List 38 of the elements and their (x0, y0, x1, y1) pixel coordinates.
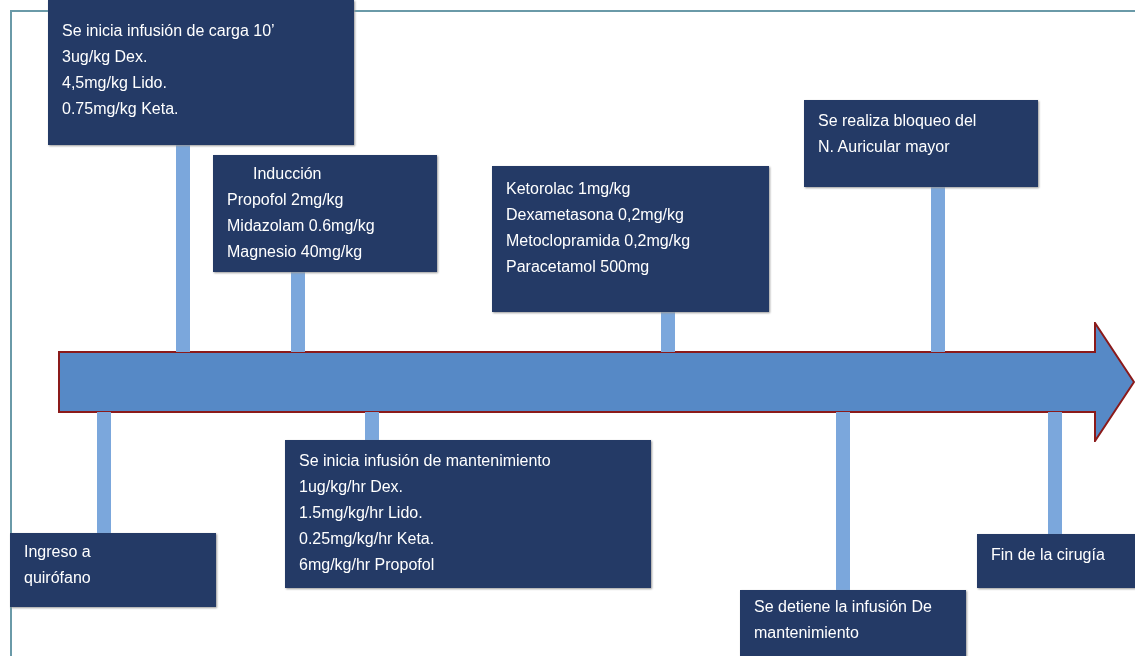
event-box (804, 100, 1038, 187)
event-text: Magnesio 40mg/kg (227, 242, 364, 262)
event-box (492, 166, 769, 312)
event-text: Inducción (252, 164, 323, 184)
connector-bar (661, 312, 675, 352)
event-box (285, 440, 651, 588)
connector-bar (1048, 412, 1062, 534)
event-text: Paracetamol 500mg (506, 257, 651, 277)
event-text: 3ug/kg Dex. (62, 47, 149, 67)
event-box (10, 533, 216, 607)
event-text: Se inicia infusión de mantenimiento (299, 451, 552, 471)
event-text: Fin de la cirugía (991, 545, 1106, 565)
event-text: Ketorolac 1mg/kg (506, 179, 632, 199)
event-text: 1ug/kg/hr Dex. (299, 477, 405, 497)
event-box (213, 155, 437, 272)
event-text: Se realiza bloqueo del N. Auricular mayor (818, 111, 978, 157)
connector-bar (931, 187, 945, 352)
event-text: 0.75mg/kg Keta. (62, 99, 180, 119)
event-box (977, 534, 1135, 588)
connector-bar (97, 412, 111, 533)
event-text: Se detiene la infusión De mantenimiento (754, 597, 933, 643)
event-text: Metoclopramida 0,2mg/kg (506, 231, 692, 251)
connector-bar (365, 412, 379, 440)
event-text: 1.5mg/kg/hr Lido. (299, 503, 424, 523)
connector-bar (176, 145, 190, 352)
event-text: Se inicia infusión de carga 10’ (62, 21, 276, 41)
event-box (48, 0, 354, 145)
event-text: 6mg/kg/hr Propofol (299, 555, 436, 575)
event-text: Propofol 2mg/kg (227, 190, 345, 210)
connector-bar (836, 412, 850, 590)
event-text: Dexametasona 0,2mg/kg (506, 205, 685, 225)
timeline-arrow (58, 322, 1135, 442)
connector-bar (291, 272, 305, 352)
event-text: Midazolam 0.6mg/kg (227, 216, 376, 236)
event-box (740, 590, 966, 656)
event-text: Ingreso a quirófano (24, 542, 92, 588)
event-text: 0.25mg/kg/hr Keta. (299, 529, 436, 549)
event-text: 4,5mg/kg Lido. (62, 73, 168, 93)
